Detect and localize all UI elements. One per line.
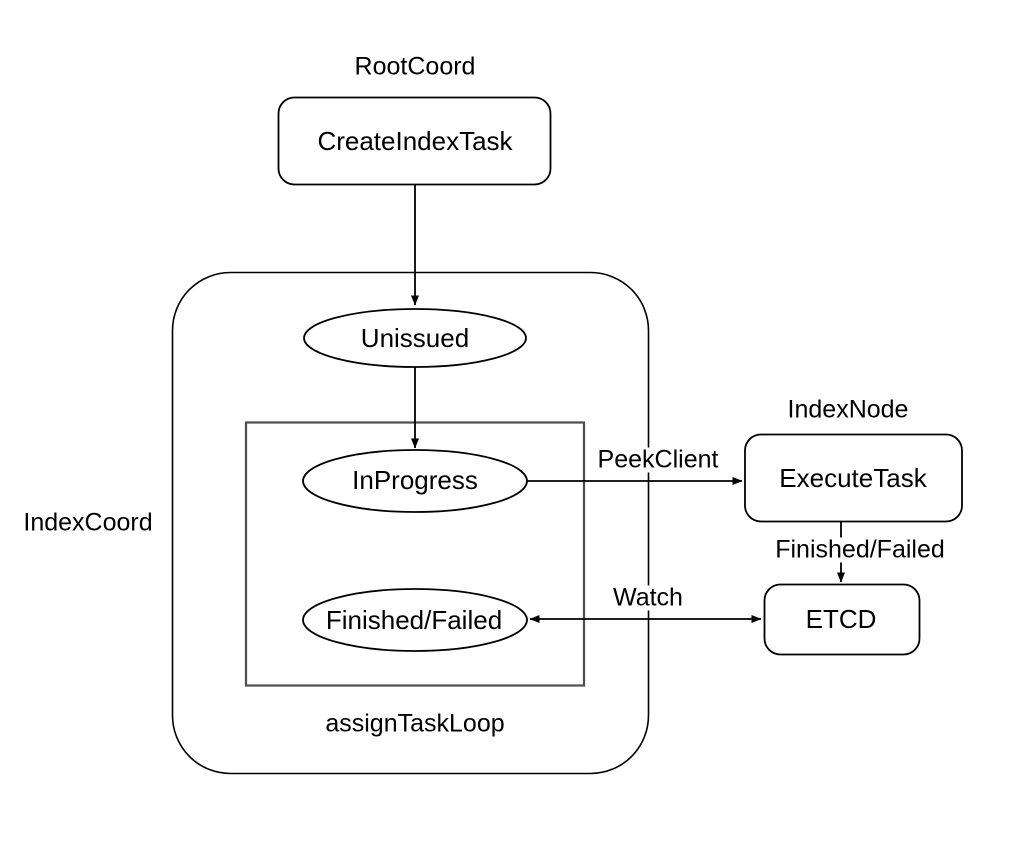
node-create-index-task-shape	[277, 96, 552, 186]
container-label-assigntaskloop: assignTaskLoop	[325, 709, 505, 738]
node-execute-task-shape	[744, 433, 963, 523]
node-label-create-index-task: CreateIndexTask	[317, 126, 513, 156]
edge-label-watch: Watch	[611, 583, 685, 612]
node-label-inprogress: InProgress	[352, 465, 478, 495]
node-label-finished-failed-state: Finished/Failed	[325, 605, 503, 635]
group-label-rootcoord: RootCoord	[354, 52, 476, 81]
node-finished-failed-state-shape	[302, 588, 528, 652]
edge-label-peekclient: PeekClient	[595, 445, 721, 474]
node-etcd-shape	[763, 583, 921, 656]
node-label-execute-task: ExecuteTask	[779, 463, 927, 493]
container-label-indexcoord: IndexCoord	[23, 508, 153, 537]
node-label-unissued: Unissued	[360, 323, 470, 353]
group-label-indexnode: IndexNode	[787, 395, 909, 424]
edge-label-finished-failed: Finished/Failed	[773, 535, 947, 564]
container-indexcoord	[171, 271, 650, 775]
node-label-etcd: ETCD	[805, 604, 877, 634]
